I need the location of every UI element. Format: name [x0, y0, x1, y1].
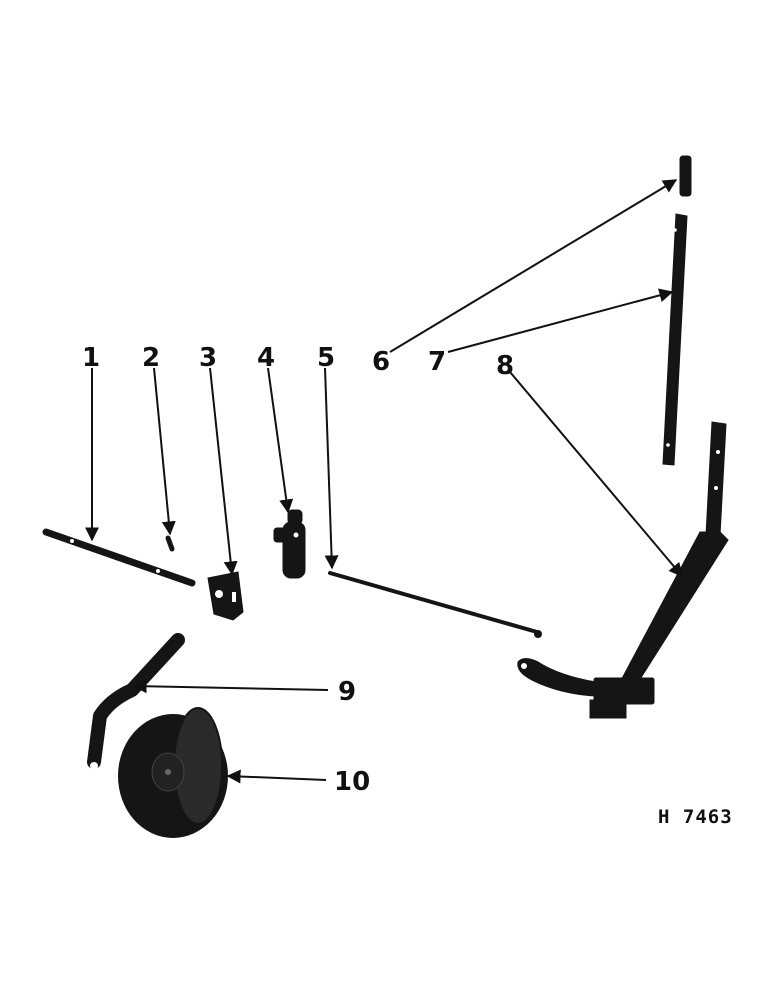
callout-1: 1 [82, 343, 100, 373]
callout-10: 10 [334, 767, 370, 797]
leader-3 [209, 367, 238, 576]
part-4-sleeve [273, 509, 306, 579]
part-1-bar [42, 528, 196, 587]
leader-9 [132, 679, 329, 694]
part-2-pin [165, 535, 175, 552]
leader-6 [389, 179, 678, 353]
leader-2 [153, 367, 176, 536]
callout-6: 6 [372, 347, 390, 377]
callout-8: 8 [496, 351, 514, 381]
callout-3: 3 [199, 343, 217, 373]
callout-7: 7 [428, 347, 446, 377]
leader-10 [226, 769, 327, 784]
part-3-bracket [207, 571, 244, 621]
part-6-post [679, 155, 692, 197]
part-8-frame [517, 421, 729, 719]
part-9-axle-arm [87, 633, 185, 770]
part-10-wheel [118, 707, 228, 838]
callout-2: 2 [142, 343, 160, 373]
callout-9: 9 [338, 677, 356, 707]
leader-5 [324, 367, 339, 570]
leader-8 [509, 371, 683, 578]
figure-id: H 7463 [658, 806, 733, 828]
leader-4 [267, 367, 294, 514]
callout-5: 5 [317, 343, 335, 373]
leader-7 [447, 288, 674, 353]
callout-4: 4 [257, 343, 275, 373]
part-5-rod [328, 571, 542, 638]
part-7-upright [662, 213, 688, 466]
